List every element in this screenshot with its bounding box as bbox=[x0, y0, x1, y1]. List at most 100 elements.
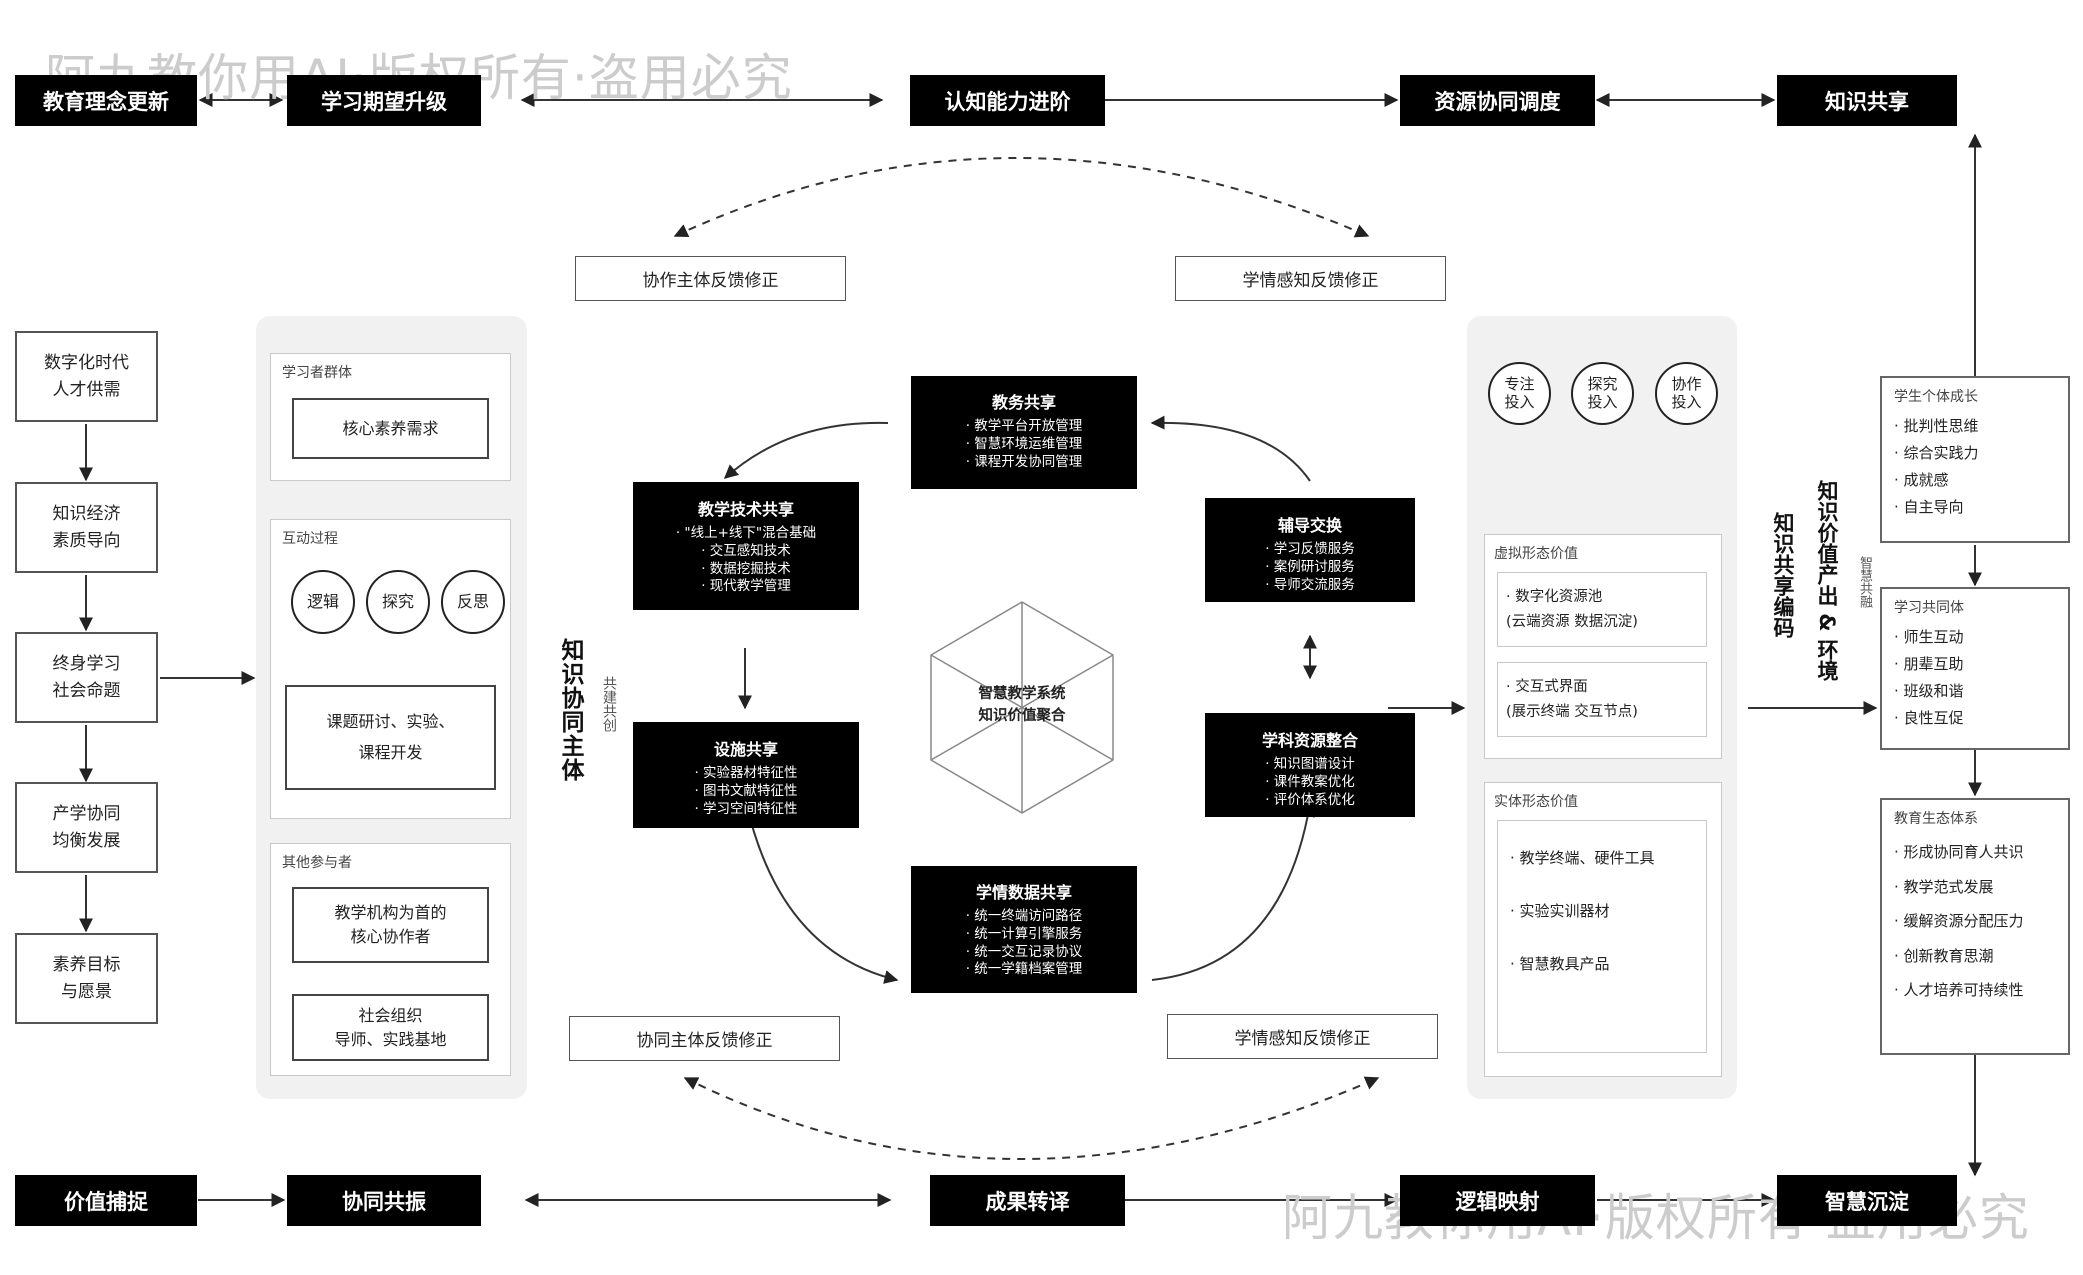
collab-input-circle: 协作 投入 bbox=[1655, 362, 1718, 425]
center-box-item: · 教学平台开放管理 bbox=[965, 418, 1083, 434]
chain-node-5: 素养目标 与愿景 bbox=[15, 933, 158, 1024]
bottom-node-wisdom: 智慧沉淀 bbox=[1777, 1175, 1957, 1226]
outcome-item: · 良性互促 bbox=[1894, 709, 1964, 727]
center-box-title: 教务共享 bbox=[991, 393, 1056, 412]
center-box-item: · 现代教学管理 bbox=[701, 578, 791, 595]
outcome-student-growth: 学生个体成长 · 批判性思维 · 综合实践力 · 成就感 · 自主导向 bbox=[1880, 376, 2070, 543]
hub-label: 智慧教学系统 知识价值聚合 bbox=[978, 686, 1066, 724]
outcome-item: · 缓解资源分配压力 bbox=[1894, 912, 2024, 930]
center-box-item: · 导师交流服务 bbox=[1265, 576, 1355, 593]
research-box: 课题研讨、实验、 课程开发 bbox=[285, 685, 496, 790]
top-node-cognitive-advance: 认知能力进阶 bbox=[910, 75, 1105, 126]
outcome-learning-community: 学习共同体 · 师生互动 · 朋辈互助 · 班级和谐 · 良性互促 bbox=[1880, 587, 2070, 750]
outcome-education-ecosystem: 教育生态体系 · 形成协同育人共识 · 教学范式发展 · 缓解资源分配压力 · … bbox=[1880, 798, 2070, 1055]
center-box-title: 学情数据共享 bbox=[975, 883, 1072, 902]
other-participants-label: 其他参与者 bbox=[282, 855, 352, 871]
outcome-item: · 形成协同育人共识 bbox=[1894, 843, 2024, 861]
side-label-value-output: 知识价值产出 & 环境 bbox=[1815, 480, 1839, 681]
chain-node-1: 数字化时代 人才供需 bbox=[15, 331, 158, 422]
center-box-item: · 统一学籍档案管理 bbox=[965, 961, 1083, 978]
center-box-item: · 评价体系优化 bbox=[1265, 791, 1355, 808]
virtual-item-box: · 数字化资源池 (云端资源 数据沉淀) bbox=[1497, 572, 1707, 647]
outcome-title: 学生个体成长 bbox=[1894, 389, 1978, 405]
outcome-item: · 朋辈互助 bbox=[1894, 655, 1964, 673]
outcome-item: · 综合实践力 bbox=[1894, 444, 1979, 462]
center-box-item: · 数据挖掘技术 bbox=[701, 560, 791, 577]
side-label-knowledge-encoding: 知识共享编码 bbox=[1771, 512, 1795, 638]
outcome-item: · 成就感 bbox=[1894, 471, 1949, 489]
top-node-knowledge-sharing: 知识共享 bbox=[1777, 75, 1957, 126]
center-box-item: · 课程开发协同管理 bbox=[965, 453, 1083, 470]
center-box-item: · 统一交互记录协议 bbox=[965, 943, 1083, 960]
outcome-item: · 教学范式发展 bbox=[1894, 877, 1994, 896]
center-box-teaching-tech: 教学技术共享 · "线上+线下"混合基础 · 交互感知技术 · 数据挖掘技术 ·… bbox=[633, 482, 859, 610]
interaction-group-label: 互动过程 bbox=[282, 531, 338, 547]
outcome-item: · 人才培养可持续性 bbox=[1894, 981, 2024, 999]
center-box-item: · 知识图谱设计 bbox=[1265, 756, 1355, 772]
center-box-item: · 学习空间特征性 bbox=[694, 800, 798, 817]
center-box-item: · 统一计算引擎服务 bbox=[965, 925, 1083, 942]
physical-item: · 实验实训器材 bbox=[1510, 902, 1610, 920]
center-box-title: 学科资源整合 bbox=[1261, 731, 1358, 750]
outcome-title: 教育生态体系 bbox=[1894, 811, 1978, 827]
hub-cube bbox=[930, 601, 1114, 814]
center-box-item: · "线上+线下"混合基础 bbox=[675, 525, 817, 541]
feedback-bottom-left: 协同主体反馈修正 bbox=[569, 1016, 840, 1061]
bottom-node-value-capture: 价值捕捉 bbox=[15, 1175, 197, 1226]
outcome-item: · 自主导向 bbox=[1894, 498, 1964, 516]
explore-circle: 探究 bbox=[366, 570, 430, 634]
physical-item: · 教学终端、硬件工具 bbox=[1510, 849, 1655, 867]
center-box-title: 教学技术共享 bbox=[697, 500, 794, 519]
top-node-learning-expectation: 学习期望升级 bbox=[287, 75, 481, 126]
chain-node-4: 产学协同 均衡发展 bbox=[15, 782, 158, 873]
center-box-subject-resources: 学科资源整合 · 知识图谱设计 · 课件教案优化 · 评价体系优化 bbox=[1205, 713, 1415, 817]
reflect-circle: 反思 bbox=[441, 570, 505, 634]
institution-box: 教学机构为首的 核心协作者 bbox=[292, 887, 489, 963]
bottom-node-resonance: 协同共振 bbox=[287, 1175, 481, 1226]
outcome-item: · 创新教育思潮 bbox=[1894, 946, 1994, 965]
center-box-item: · 图书文献特征性 bbox=[694, 782, 798, 799]
center-box-learning-data: 学情数据共享 · 统一终端访问路径 · 统一计算引擎服务 · 统一交互记录协议 … bbox=[911, 866, 1137, 993]
center-box-item: · 实验器材特征性 bbox=[694, 765, 798, 781]
feedback-top-left: 协作主体反馈修正 bbox=[575, 256, 846, 301]
top-node-education-concept: 教育理念更新 bbox=[15, 75, 197, 126]
feedback-top-right: 学情感知反馈修正 bbox=[1175, 256, 1446, 301]
center-box-item: · 课件教案优化 bbox=[1265, 773, 1355, 790]
chain-node-3: 终身学习 社会命题 bbox=[15, 632, 158, 723]
center-box-item: · 案例研讨服务 bbox=[1265, 558, 1355, 575]
side-label-wisdom-fusion: 智慧共融 bbox=[1857, 556, 1872, 608]
explore-input-circle: 探究 投入 bbox=[1571, 362, 1634, 425]
feedback-arc-bottom bbox=[683, 1076, 1380, 1160]
virtual-item-box: · 交互式界面 (展示终端 交互节点) bbox=[1497, 662, 1707, 737]
center-box-academic-affairs: 教务共享 · 教学平台开放管理 · 智慧环境运维管理 · 课程开发协同管理 bbox=[911, 376, 1137, 489]
social-org-box: 社会组织 导师、实践基地 bbox=[292, 994, 489, 1061]
chain-node-2: 知识经济 素质导向 bbox=[15, 482, 158, 573]
center-box-item: · 统一终端访问路径 bbox=[965, 908, 1083, 924]
physical-items-box: · 教学终端、硬件工具 · 实验实训器材 · 智慧教具产品 bbox=[1497, 820, 1707, 1053]
learner-group-label: 学习者群体 bbox=[282, 365, 352, 381]
bottom-node-logic-mapping: 逻辑映射 bbox=[1400, 1175, 1595, 1226]
side-label-collab-subject: 知识协同主体 bbox=[557, 638, 583, 782]
center-box-item: · 交互感知技术 bbox=[701, 542, 791, 559]
center-box-item: · 学习反馈服务 bbox=[1265, 541, 1355, 557]
center-box-facilities: 设施共享 · 实验器材特征性 · 图书文献特征性 · 学习空间特征性 bbox=[633, 722, 859, 828]
feedback-arc-top bbox=[673, 157, 1370, 238]
bottom-node-translation: 成果转译 bbox=[930, 1175, 1125, 1226]
virtual-value-label: 虚拟形态价值 bbox=[1494, 546, 1578, 562]
center-box-title: 设施共享 bbox=[713, 740, 778, 759]
outcome-item: · 师生互动 bbox=[1894, 628, 1964, 646]
outcome-item: · 批判性思维 bbox=[1894, 417, 1979, 435]
center-box-item: · 智慧环境运维管理 bbox=[965, 435, 1083, 452]
core-need-box: 核心素养需求 bbox=[292, 398, 489, 459]
outcome-item: · 班级和谐 bbox=[1894, 682, 1964, 700]
virtual-item-text: · 数字化资源池 (云端资源 数据沉淀) bbox=[1506, 589, 1638, 631]
side-label-co-create: 共建共创 bbox=[601, 676, 617, 732]
feedback-bottom-right: 学情感知反馈修正 bbox=[1167, 1014, 1438, 1059]
physical-value-label: 实体形态价值 bbox=[1494, 794, 1578, 810]
center-box-title: 辅导交换 bbox=[1277, 516, 1342, 535]
logic-circle: 逻辑 bbox=[291, 570, 355, 634]
focus-input-circle: 专注 投入 bbox=[1488, 362, 1551, 425]
center-box-tutoring: 辅导交换 · 学习反馈服务 · 案例研讨服务 · 导师交流服务 bbox=[1205, 498, 1415, 602]
top-node-resource-dispatch: 资源协同调度 bbox=[1400, 75, 1595, 126]
